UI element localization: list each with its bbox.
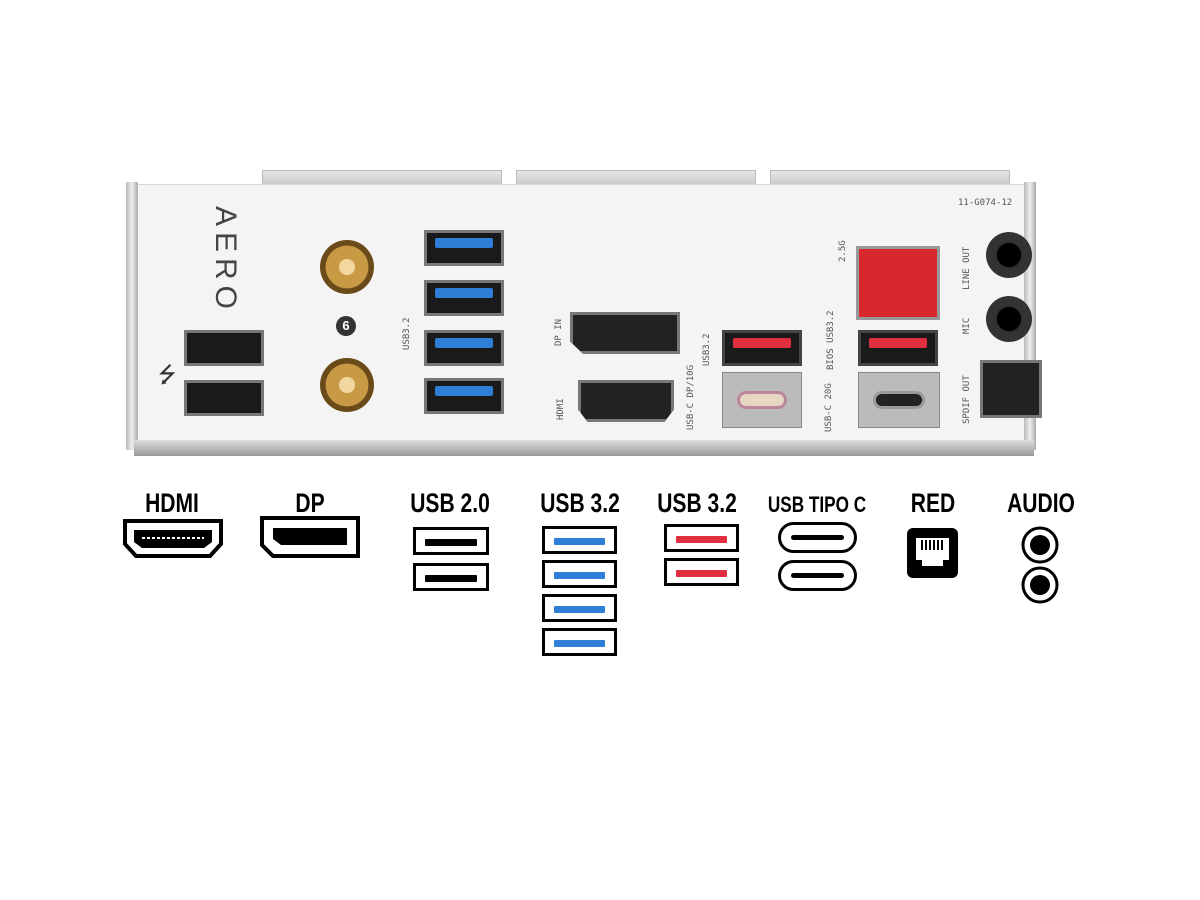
line-out-label: LINE OUT [962, 246, 972, 290]
displayport-port [570, 312, 680, 354]
usb32-port [424, 280, 504, 316]
hdmi-label: HDMI [556, 398, 566, 420]
lan-label: 2.5G [838, 240, 848, 262]
usbc-port-housing [722, 372, 802, 428]
usbc-icon [778, 560, 857, 591]
spdif-port [980, 360, 1042, 418]
dp-in-label: DP IN [554, 318, 564, 346]
bios-label: BIOS USB3.2 [826, 310, 836, 370]
usbc-port [873, 391, 925, 409]
usb2-port [184, 330, 264, 366]
usb32-blue-icon [542, 560, 617, 588]
usb2-port [184, 380, 264, 416]
bracket-tab [770, 170, 1010, 186]
legend-label-dp: DP [295, 488, 325, 518]
ethernet-icon [907, 528, 958, 578]
audio-jack-icon [1021, 526, 1059, 604]
legend-label-hdmi: HDMI [145, 488, 199, 518]
panel-bottom-edge [134, 440, 1034, 456]
legend-label-usb32-red: USB 3.2 [657, 488, 737, 518]
panel-edge [126, 182, 138, 450]
bracket-tab [262, 170, 502, 186]
usbc-icon [778, 522, 857, 553]
wifi-antenna-connector [320, 240, 374, 294]
wifi-antenna-connector [320, 358, 374, 412]
usbc-port-housing [858, 372, 940, 428]
legend-label-usb32-blue: USB 3.2 [540, 488, 620, 518]
displayport-icon [260, 516, 360, 558]
hdmi-port [578, 380, 674, 422]
hdmi-icon [123, 519, 223, 558]
usb32-red-icon [664, 524, 739, 552]
usbc-port [737, 391, 787, 409]
usb2-icon [413, 527, 489, 555]
legend-label-usb2: USB 2.0 [410, 488, 490, 518]
mic-label: MIC [962, 317, 972, 334]
usb32-port [424, 378, 504, 414]
legend-label-usbc: USB TIPO C [767, 492, 867, 517]
line-out-jack [986, 232, 1032, 278]
usb32-blue-icon [542, 526, 617, 554]
usb32-red-port [722, 330, 802, 366]
usb32-port [424, 230, 504, 266]
usb32-red-icon [664, 558, 739, 586]
spdif-label: SPDIF OUT [962, 375, 972, 424]
rj45-port [856, 246, 940, 320]
usb32-blue-icon [542, 594, 617, 622]
wifi6-icon: 6 [336, 316, 356, 336]
usb32-blue-icon [542, 628, 617, 656]
part-number: 11-G074-12 [958, 198, 1013, 208]
usb2-icon [413, 563, 489, 591]
bracket-tab [516, 170, 756, 186]
mic-jack [986, 296, 1032, 342]
legend-label-audio: AUDIO [1007, 488, 1075, 518]
usbc-dp-label: USB-C DP/10G [686, 364, 696, 430]
legend-label-lan: RED [910, 488, 956, 518]
bios-usb-port [858, 330, 938, 366]
usb32-port [424, 330, 504, 366]
brand-logo: AERO [209, 206, 242, 316]
usb32-label: USB3.2 [402, 317, 412, 350]
usb-symbol-icon: ⭍ [158, 362, 177, 387]
usb32-red-label: USB3.2 [702, 333, 712, 366]
